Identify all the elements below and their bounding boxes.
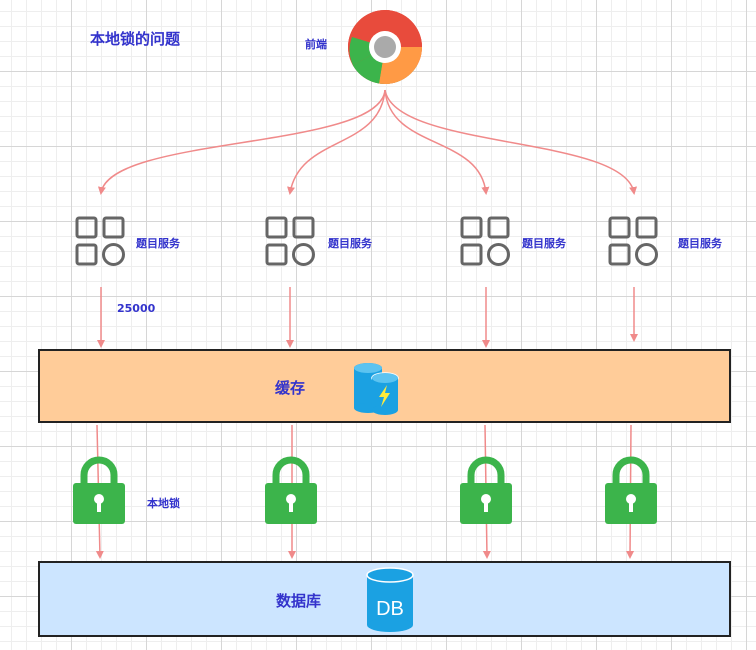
- apps-grid-icon: [608, 216, 658, 266]
- frontend-label: 前端: [305, 38, 327, 51]
- cache-label: 缓存: [275, 379, 306, 397]
- local-lock-label: 本地锁: [147, 497, 180, 510]
- arrow-frontend-to-service-1: [97, 89, 386, 195]
- service-label: 题目服务: [522, 237, 566, 250]
- apps-grid-icon: [265, 216, 315, 266]
- padlock-icon: [73, 456, 125, 524]
- service-label: 题目服务: [678, 237, 722, 250]
- apps-grid-icon: [75, 216, 125, 266]
- arrow-frontend-to-service-3: [384, 89, 490, 195]
- database-label: 数据库: [276, 592, 322, 610]
- chrome-icon: [348, 10, 422, 84]
- service-label: 题目服务: [136, 237, 180, 250]
- padlock-icon: [605, 456, 657, 524]
- padlock-icon: [265, 456, 317, 524]
- padlock-icon: [460, 456, 512, 524]
- arrow-frontend-to-service-4: [384, 89, 638, 195]
- request-count-label: 25000: [117, 302, 156, 315]
- diagram-title: 本地锁的问题: [90, 30, 181, 48]
- cache-database-icon: [354, 363, 399, 415]
- arrow-frontend-to-service-2: [287, 89, 386, 195]
- service-label: 题目服务: [328, 237, 372, 250]
- apps-grid-icon: [460, 216, 510, 266]
- database-icon-text: DB: [376, 598, 404, 620]
- database-icon: DB: [366, 567, 414, 632]
